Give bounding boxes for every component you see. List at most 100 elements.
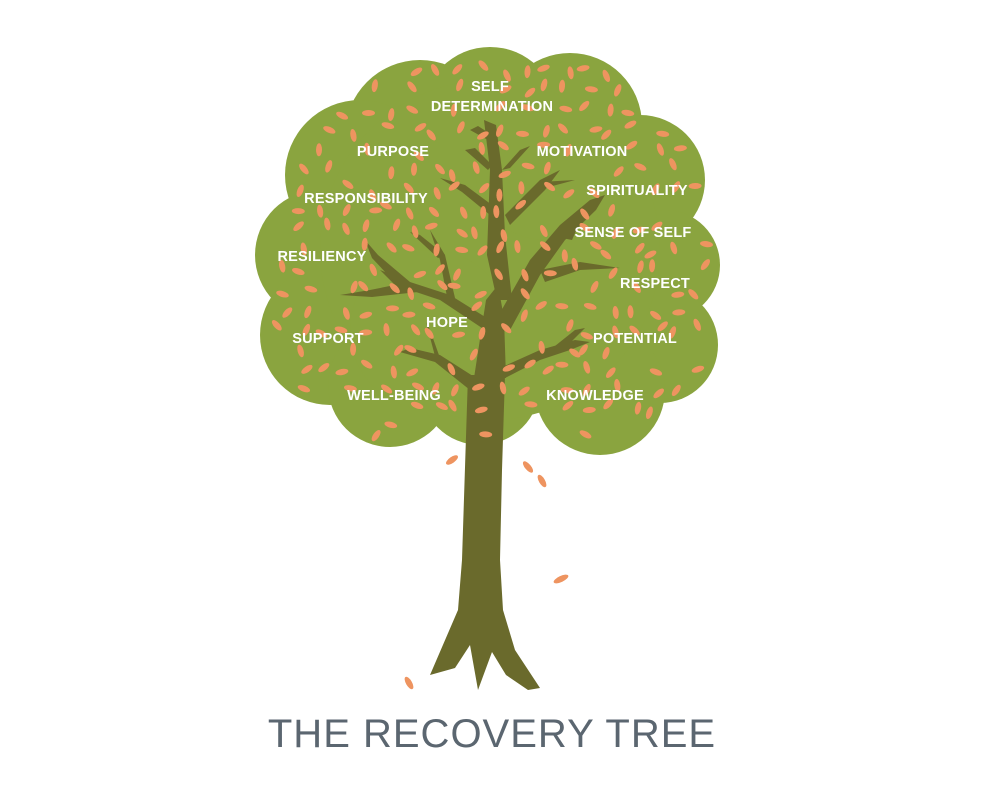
leaf <box>502 364 515 372</box>
leaf <box>474 290 487 299</box>
leaf <box>451 384 459 397</box>
leaf <box>635 242 645 254</box>
tree-leaves <box>271 60 713 442</box>
leaf <box>543 124 550 138</box>
leaf <box>304 285 318 293</box>
leaf <box>371 79 378 93</box>
leaf <box>300 242 307 256</box>
leaf <box>472 383 485 391</box>
leaf <box>608 204 616 217</box>
leaf <box>521 162 535 170</box>
leaf <box>566 319 574 332</box>
leaf <box>433 243 440 257</box>
leaf <box>496 241 505 254</box>
leaf <box>499 85 512 94</box>
leaf <box>499 381 507 395</box>
leaf <box>478 141 485 155</box>
leaf <box>390 365 397 379</box>
leaf <box>612 325 619 339</box>
leaf <box>669 158 677 171</box>
leaf <box>578 344 588 356</box>
leaf <box>560 387 574 394</box>
word-sense-of-self: SENSE OF SELF <box>574 225 691 241</box>
leaf <box>447 363 456 376</box>
leaf <box>448 399 457 412</box>
leaf <box>452 64 463 75</box>
leaf <box>700 259 710 271</box>
leaf <box>394 344 404 356</box>
leaf <box>479 183 490 194</box>
leaf <box>614 84 622 97</box>
leaf <box>590 241 602 250</box>
leaf <box>342 307 350 320</box>
word-self: SELF <box>471 79 509 95</box>
leaf <box>477 131 489 140</box>
leaf <box>350 128 357 142</box>
leaf <box>567 66 574 80</box>
leaf <box>600 249 612 260</box>
leaf <box>524 65 531 79</box>
leaf <box>402 244 415 252</box>
leaf <box>495 100 506 112</box>
leaf <box>457 121 465 134</box>
leaf <box>607 103 614 117</box>
leaf <box>601 129 612 140</box>
leaf <box>649 259 656 273</box>
leaf <box>634 401 642 415</box>
leaf <box>672 309 686 316</box>
leaf <box>651 183 660 196</box>
leaf <box>412 382 424 391</box>
leaf <box>688 289 699 300</box>
leaf <box>430 64 440 76</box>
leaf <box>323 126 336 134</box>
leaf <box>435 264 445 275</box>
leaf <box>603 398 614 410</box>
word-respect: RESPECT <box>620 276 690 292</box>
leaf <box>478 60 489 71</box>
leaf <box>613 166 624 177</box>
leaf <box>565 143 572 157</box>
word-resiliency: RESILIENCY <box>277 249 366 265</box>
falling-leaves <box>404 455 569 690</box>
leaf <box>318 363 330 373</box>
leaf <box>557 123 569 134</box>
leaf <box>404 345 417 353</box>
leaf <box>384 421 398 429</box>
leaf <box>381 384 393 394</box>
leaf <box>544 181 556 192</box>
leaf <box>362 219 370 233</box>
leaf <box>582 383 591 396</box>
leaf <box>276 290 289 298</box>
leaf <box>498 170 511 179</box>
leaf <box>589 187 600 199</box>
leaf <box>296 184 304 197</box>
leaf <box>518 181 525 195</box>
leaf <box>350 280 358 294</box>
leaf <box>644 250 657 259</box>
leaf <box>700 240 713 248</box>
leaf <box>413 150 424 161</box>
leaf <box>383 323 390 337</box>
leaf <box>497 141 509 151</box>
leaf <box>282 307 293 318</box>
leaf <box>555 303 569 310</box>
leaf <box>350 342 357 356</box>
leaf <box>501 323 512 334</box>
leaf <box>291 208 305 215</box>
leaf <box>693 318 701 331</box>
leaf <box>315 329 328 338</box>
leaf <box>388 108 395 122</box>
leaf <box>537 141 551 148</box>
leaf <box>410 67 423 77</box>
leaf <box>500 229 508 242</box>
leaf <box>670 241 678 255</box>
leaf <box>452 331 466 338</box>
leaf <box>405 207 414 220</box>
leaf <box>403 182 414 194</box>
leaf <box>538 340 545 354</box>
leaf <box>362 110 375 116</box>
leaf <box>514 240 521 254</box>
leaf <box>371 430 381 442</box>
